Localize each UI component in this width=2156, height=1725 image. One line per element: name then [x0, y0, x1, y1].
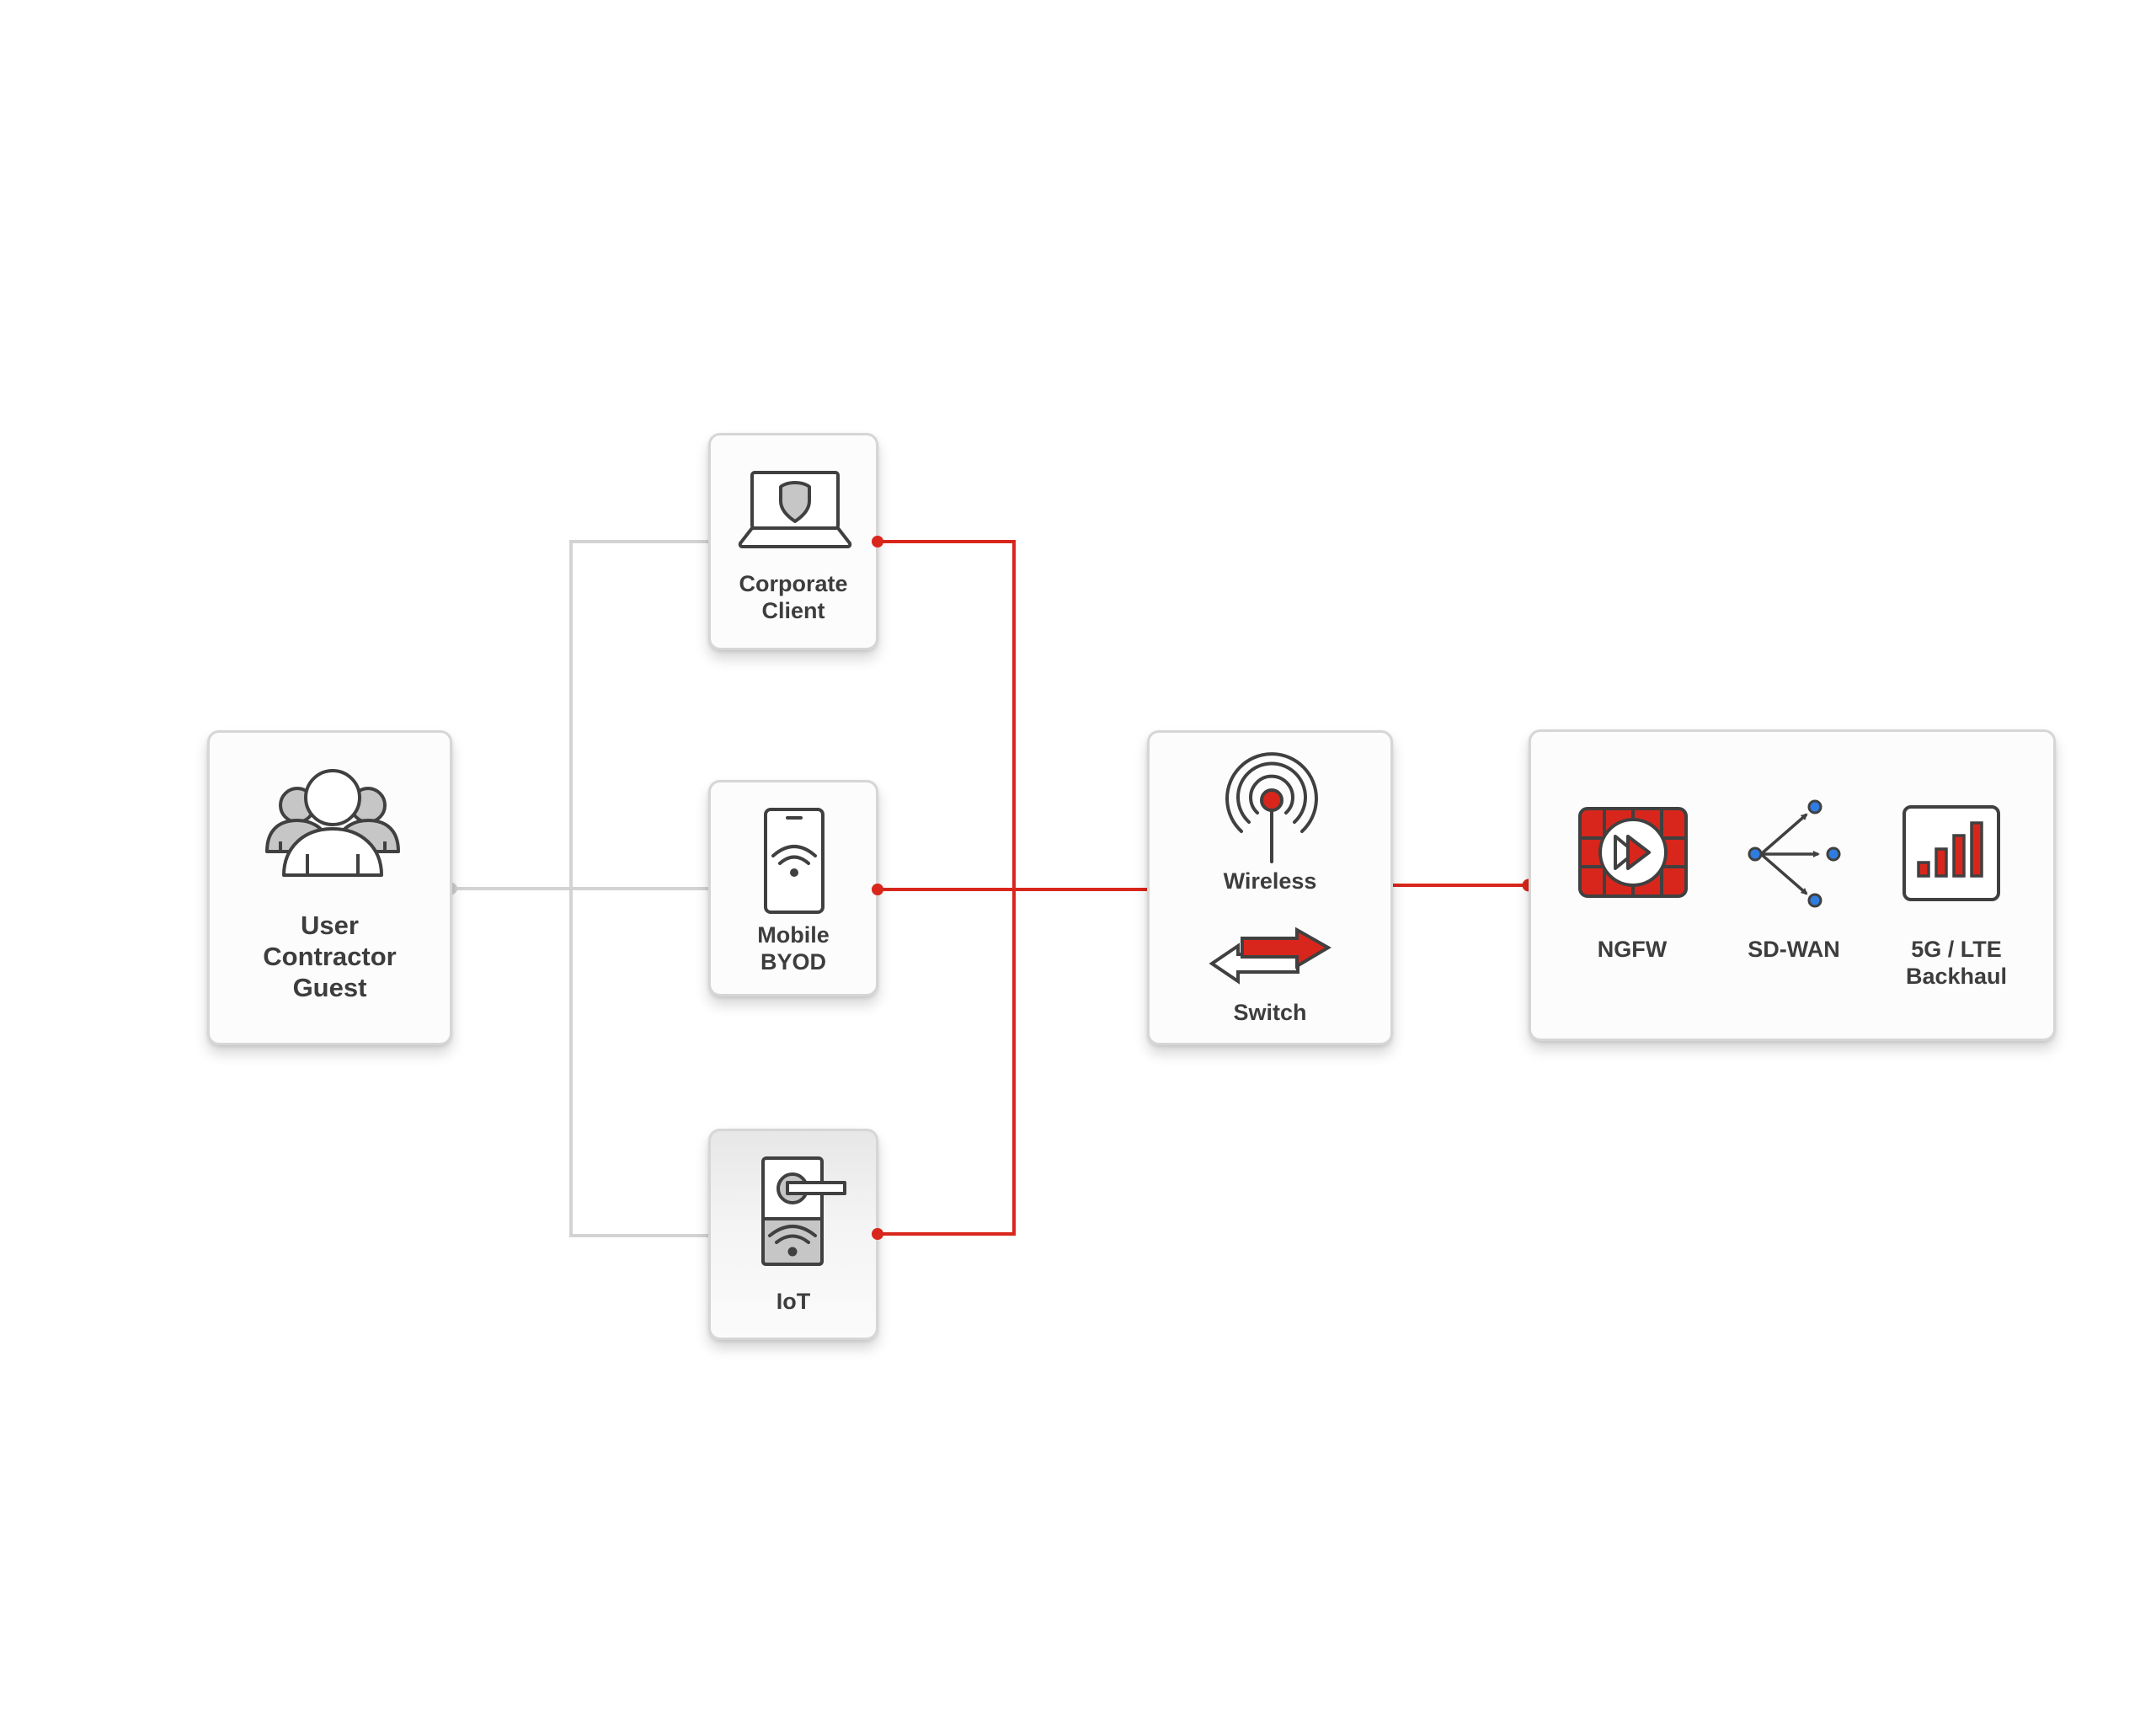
backhaul-label-line-1: 5G / LTE [1911, 937, 2002, 962]
mobile-byod-label-line-1: Mobile [757, 922, 830, 948]
users-label-line-3: Guest [292, 973, 367, 1002]
firewall-fast-forward-icon [1578, 807, 1688, 898]
users-card[interactable]: User Contractor Guest [207, 730, 452, 1045]
wireless-label: Wireless [1223, 868, 1317, 894]
corporate-client-connector-dot [872, 536, 883, 547]
ngfw-label: NGFW [1597, 937, 1668, 962]
switch-arrows-icon [1209, 927, 1331, 985]
corporate-client-label: Corporate Client [711, 570, 876, 624]
laptop-shield-icon [738, 471, 852, 548]
signal-bar [1935, 847, 1948, 878]
iot-card[interactable]: IoT [708, 1129, 878, 1340]
backhaul-item[interactable]: 5G / LTE Backhaul [1868, 799, 2045, 989]
mobile-byod-label-line-2: BYOD [760, 949, 826, 975]
sdwan-item[interactable]: SD-WAN [1718, 799, 1870, 968]
switch-label: Switch [1233, 1000, 1307, 1025]
corporate-client-card[interactable]: Corporate Client [708, 433, 878, 650]
users-label-line-2: Contractor [263, 942, 397, 971]
gray-connector-bus [569, 540, 708, 1237]
signal-bar [1970, 821, 1983, 878]
backhaul-label: 5G / LTE Backhaul [1868, 936, 2045, 990]
signal-bar [1952, 834, 1966, 878]
iot-label-line-1: IoT [776, 1289, 811, 1314]
iot-label: IoT [711, 1288, 876, 1315]
sd-wan-branch-icon [1748, 799, 1841, 908]
signal-bar [1917, 861, 1930, 878]
signal-bars-icon [1903, 805, 2000, 901]
smartphone-wifi-icon [764, 808, 825, 914]
ngfw-item[interactable]: NGFW [1556, 799, 1708, 968]
mobile-byod-label: Mobile BYOD [711, 921, 876, 975]
corporate-client-label-line-1: Corporate [739, 571, 848, 596]
corporate-client-label-line-2: Client [761, 598, 825, 623]
mobile-byod-connector-dot [872, 884, 883, 895]
access-card[interactable]: Wireless Switch [1147, 730, 1393, 1045]
users-label: User Contractor Guest [210, 910, 450, 1003]
edge-services-card[interactable]: NGFW [1529, 729, 2056, 1041]
sdwan-label: SD-WAN [1748, 937, 1840, 962]
wireless-antenna-icon [1225, 752, 1318, 863]
people-group-icon [265, 769, 400, 877]
smart-door-lock-icon [761, 1156, 846, 1266]
iot-connector-dot [872, 1228, 883, 1240]
mobile-byod-card[interactable]: Mobile BYOD [708, 780, 878, 996]
backhaul-label-line-2: Backhaul [1905, 964, 2008, 989]
users-label-line-1: User [301, 911, 359, 940]
